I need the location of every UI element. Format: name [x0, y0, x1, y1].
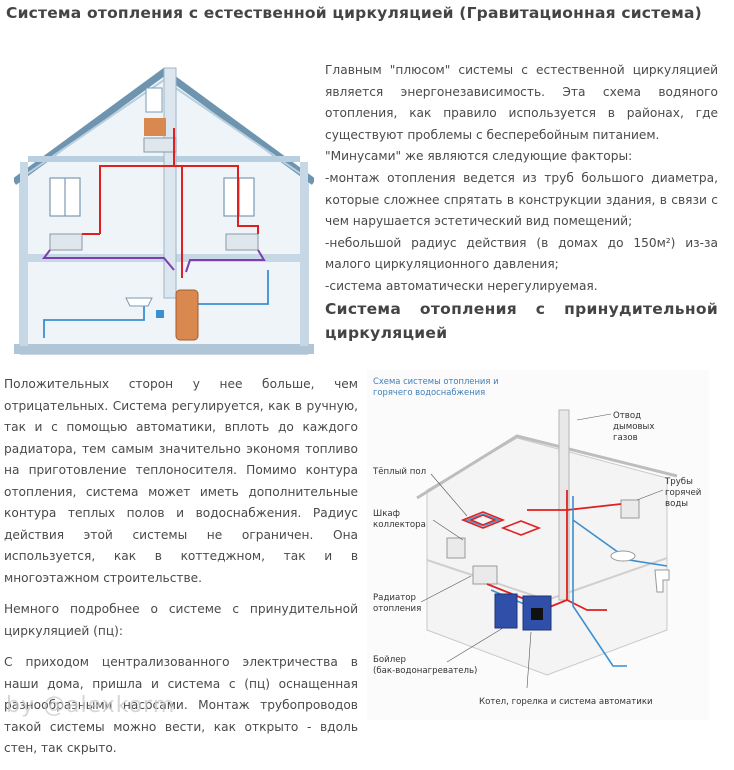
paragraph: Положительных сторон у нее больше, чем о… [4, 377, 358, 585]
label-hot-pipes: горячей [665, 488, 701, 498]
label-flue: газов [613, 433, 638, 443]
label-automation: Котел, горелка и система автоматики [479, 697, 653, 707]
diagram-title-line2: горячего водоснабжения [373, 387, 485, 397]
label-radiator: Радиатор [373, 593, 416, 603]
label-hot-pipes: воды [665, 499, 688, 509]
label-cabinet: Шкаф [373, 509, 400, 519]
label-flue: дымовых [613, 422, 654, 432]
page-title: Система отопления с естественной циркуля… [6, 4, 702, 22]
forced-system-diagram: Схема системы отопления и горячего водос… [367, 370, 709, 720]
paragraph: -монтаж отопления ведется из труб большо… [325, 170, 718, 229]
label-cabinet: коллектора [373, 520, 426, 530]
section-heading: Система отопления с принудительной цирку… [325, 300, 718, 342]
paragraph: Немного подробнее о системе с принудител… [4, 602, 358, 638]
forced-description: Положительных сторон у нее больше, чем о… [4, 374, 358, 770]
gravity-description: Главным "плюсом" системы с естественной … [325, 60, 718, 298]
label-flue: Отвод [613, 411, 641, 421]
paragraph: "Минусами" же являются следующие факторы… [325, 149, 633, 164]
label-radiator: отопления [373, 604, 421, 614]
label-hot-pipes: Трубы [664, 477, 693, 487]
label-warm-floor: Тёплый пол [372, 467, 426, 477]
gravity-system-illustration [14, 58, 314, 358]
paragraph: Главным "плюсом" системы с естественной … [325, 63, 718, 142]
label-boiler: (бак-водонагреватель) [373, 666, 477, 676]
paragraph: -система автоматически нерегулируемая. [325, 278, 598, 293]
watermark: by @alexkorm [6, 693, 176, 718]
paragraph: -небольшой радиус действия (в домах до 1… [325, 235, 718, 272]
label-boiler: Бойлер [373, 655, 406, 665]
diagram-title-line1: Схема системы отопления и [373, 376, 499, 386]
